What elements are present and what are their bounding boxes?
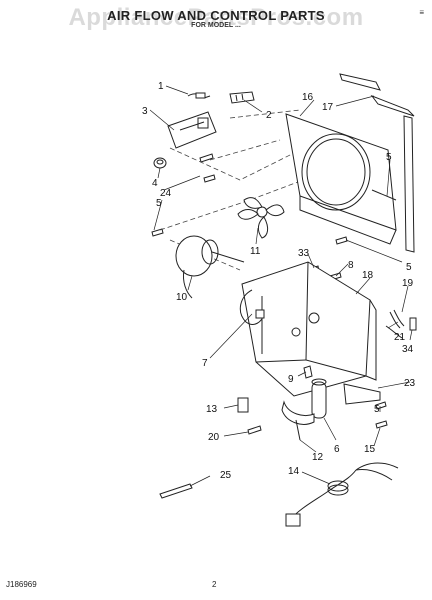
callout-21: 21 xyxy=(394,332,406,343)
callout-18: 18 xyxy=(362,270,374,281)
callout-34: 34 xyxy=(402,344,414,355)
part-10-fan-motor xyxy=(175,235,245,299)
diagram-title: AIR FLOW AND CONTROL PARTS xyxy=(107,8,325,23)
callout-5b: 5 xyxy=(386,152,392,163)
callout-10: 10 xyxy=(176,292,188,303)
callout-16: 16 xyxy=(302,92,314,103)
callout-11: 11 xyxy=(250,246,261,257)
part-15-screw xyxy=(375,420,388,429)
part-12-strap xyxy=(281,400,315,441)
callout-19: 19 xyxy=(402,278,414,289)
callout-33: 33 xyxy=(298,248,310,259)
callout-24: 24 xyxy=(160,188,172,199)
part-17-gasket xyxy=(339,73,415,253)
callout-13: 13 xyxy=(206,404,218,415)
part-2-terminal-block xyxy=(229,91,255,104)
callout-8: 8 xyxy=(348,260,354,271)
part-19-hose xyxy=(389,309,405,329)
diagram-subtitle: FOR MODEL ... xyxy=(191,22,241,29)
part-3-control-bracket xyxy=(167,111,217,149)
callout-14: 14 xyxy=(288,466,300,477)
part-16-shroud-panel xyxy=(285,113,397,245)
callout-12: 12 xyxy=(312,452,324,463)
part-9-clip xyxy=(303,365,313,379)
callout-20: 20 xyxy=(208,432,220,443)
callout-9: 9 xyxy=(288,374,294,385)
callout-4: 4 xyxy=(152,178,158,189)
callout-labels: 1 2 3 4 5 5 5 5 6 7 8 9 10 11 12 13 14 1… xyxy=(142,81,416,481)
corner-mark: ≡ xyxy=(419,8,424,17)
part-34-screw xyxy=(409,317,417,331)
callout-2: 2 xyxy=(266,110,272,121)
leader-lines xyxy=(149,85,413,487)
part-24-screws xyxy=(199,153,216,183)
part-7-wire-harness xyxy=(239,289,265,325)
part-1-connector xyxy=(187,92,211,99)
part-4-knob xyxy=(153,157,167,169)
part-6-capacitor xyxy=(311,378,327,419)
watermark: AppliancePartsPros.com xyxy=(68,4,364,31)
part-21-wire xyxy=(385,325,403,339)
callout-7: 7 xyxy=(202,358,208,369)
callout-3: 3 xyxy=(142,106,148,117)
callout-23: 23 xyxy=(404,378,416,389)
callout-15: 15 xyxy=(364,444,376,455)
callout-5c: 5 xyxy=(406,262,412,273)
part-13-relay xyxy=(237,397,249,413)
callout-17: 17 xyxy=(322,102,334,113)
part-14-power-cord xyxy=(285,462,399,527)
callout-1: 1 xyxy=(158,81,164,92)
part-25-rod xyxy=(159,483,193,499)
callout-5a: 5 xyxy=(156,198,162,209)
part-11-fan-blade xyxy=(237,197,285,239)
document-number: J186969 xyxy=(6,580,37,589)
callout-25: 25 xyxy=(220,470,232,481)
callout-5d: 5 xyxy=(374,404,380,415)
callout-6: 6 xyxy=(334,444,340,455)
part-20-screw xyxy=(247,425,262,435)
part-23-base-housing xyxy=(241,261,381,405)
page-number: 2 xyxy=(212,580,217,589)
